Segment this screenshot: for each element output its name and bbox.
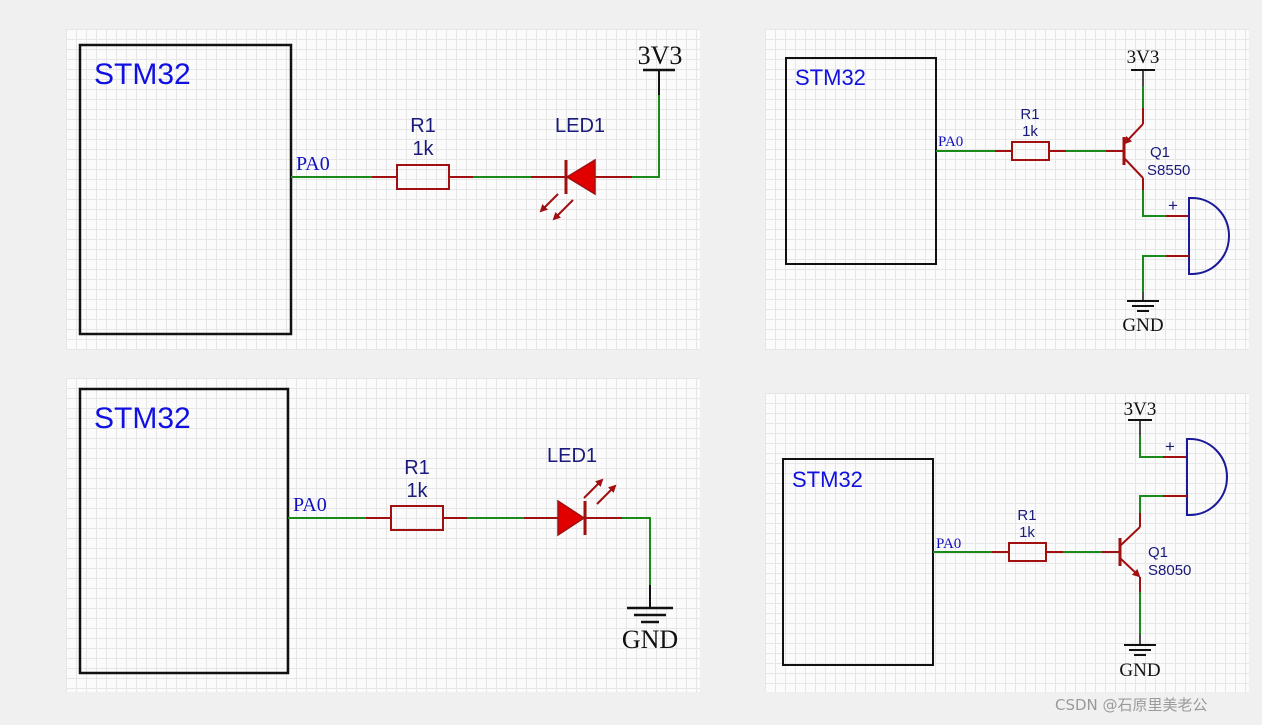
watermark: CSDN @石原里美老公 bbox=[1055, 696, 1208, 714]
wire bbox=[1142, 190, 1166, 217]
resistor-value: 1k bbox=[412, 138, 434, 160]
resistor-value: 1k bbox=[406, 480, 428, 502]
mcu-box bbox=[785, 57, 937, 265]
transistor-emitter bbox=[1120, 558, 1141, 578]
transistor-collector bbox=[1124, 158, 1144, 179]
circuit-2: STM32 PA0 R1 1k Q1 S8550 3V3 + GND bbox=[785, 47, 1230, 336]
transistor-collector bbox=[1120, 526, 1141, 546]
ground-label: GND bbox=[622, 625, 678, 654]
resistor-value: 1k bbox=[1019, 524, 1035, 541]
transistor-emitter bbox=[1123, 123, 1144, 145]
mcu-box bbox=[78, 387, 290, 675]
mcu-box bbox=[78, 43, 293, 336]
transistor-ref: Q1 bbox=[1148, 544, 1168, 561]
schematic-panel-led-low-side bbox=[66, 378, 700, 692]
pin-label: PA0 bbox=[293, 494, 327, 516]
buzzer bbox=[1186, 438, 1228, 516]
wire bbox=[622, 517, 651, 585]
wire bbox=[1139, 436, 1163, 458]
mcu-label: STM32 bbox=[94, 58, 191, 91]
pin-label: PA0 bbox=[936, 536, 961, 552]
transistor-part: S8050 bbox=[1148, 562, 1191, 579]
led-diode bbox=[557, 499, 586, 537]
circuit-4: STM32 PA0 R1 1k Q1 S8050 3V3 + GND bbox=[782, 399, 1228, 681]
resistor-ref: R1 bbox=[410, 115, 436, 137]
resistor bbox=[396, 164, 450, 190]
transistor-ref: Q1 bbox=[1150, 144, 1170, 161]
resistor bbox=[390, 505, 444, 531]
resistor-ref: R1 bbox=[404, 457, 430, 479]
supply-label: 3V3 bbox=[1127, 47, 1160, 68]
resistor bbox=[1011, 141, 1050, 161]
led-ref: LED1 bbox=[547, 445, 597, 467]
led-ref: LED1 bbox=[555, 115, 605, 137]
buzzer-polarity: + bbox=[1168, 196, 1178, 215]
supply-label: 3V3 bbox=[1124, 399, 1157, 420]
mcu-label: STM32 bbox=[795, 65, 866, 90]
schematic-panel-buzzer-pnp bbox=[765, 29, 1249, 350]
mcu-label: STM32 bbox=[94, 402, 191, 435]
pin-label: PA0 bbox=[938, 134, 963, 150]
resistor-ref: R1 bbox=[1017, 507, 1036, 524]
ground-label: GND bbox=[1119, 660, 1160, 681]
transistor-part: S8550 bbox=[1147, 162, 1190, 179]
buzzer-polarity: + bbox=[1165, 437, 1175, 456]
supply-label: 3V3 bbox=[638, 41, 683, 70]
schematic-panel-buzzer-npn bbox=[765, 393, 1249, 692]
resistor bbox=[1008, 542, 1047, 562]
light-arrow bbox=[552, 199, 574, 221]
pin-label: PA0 bbox=[296, 153, 330, 175]
mcu-box bbox=[782, 458, 934, 666]
led-diode bbox=[565, 158, 596, 196]
circuit-3: STM32 PA0 R1 1k LED1 GND bbox=[78, 387, 678, 675]
light-arrow bbox=[539, 193, 559, 213]
resistor-value: 1k bbox=[1022, 123, 1038, 140]
wire bbox=[632, 95, 660, 178]
light-arrow bbox=[583, 478, 604, 499]
mcu-label: STM32 bbox=[792, 467, 863, 492]
ground-label: GND bbox=[1122, 315, 1163, 336]
wire bbox=[1139, 495, 1163, 513]
circuit-1: STM32 PA0 R1 1k LED1 3V3 bbox=[78, 41, 683, 336]
light-arrow bbox=[596, 484, 617, 505]
resistor-ref: R1 bbox=[1020, 106, 1039, 123]
buzzer bbox=[1188, 197, 1230, 275]
wire bbox=[1142, 255, 1166, 292]
